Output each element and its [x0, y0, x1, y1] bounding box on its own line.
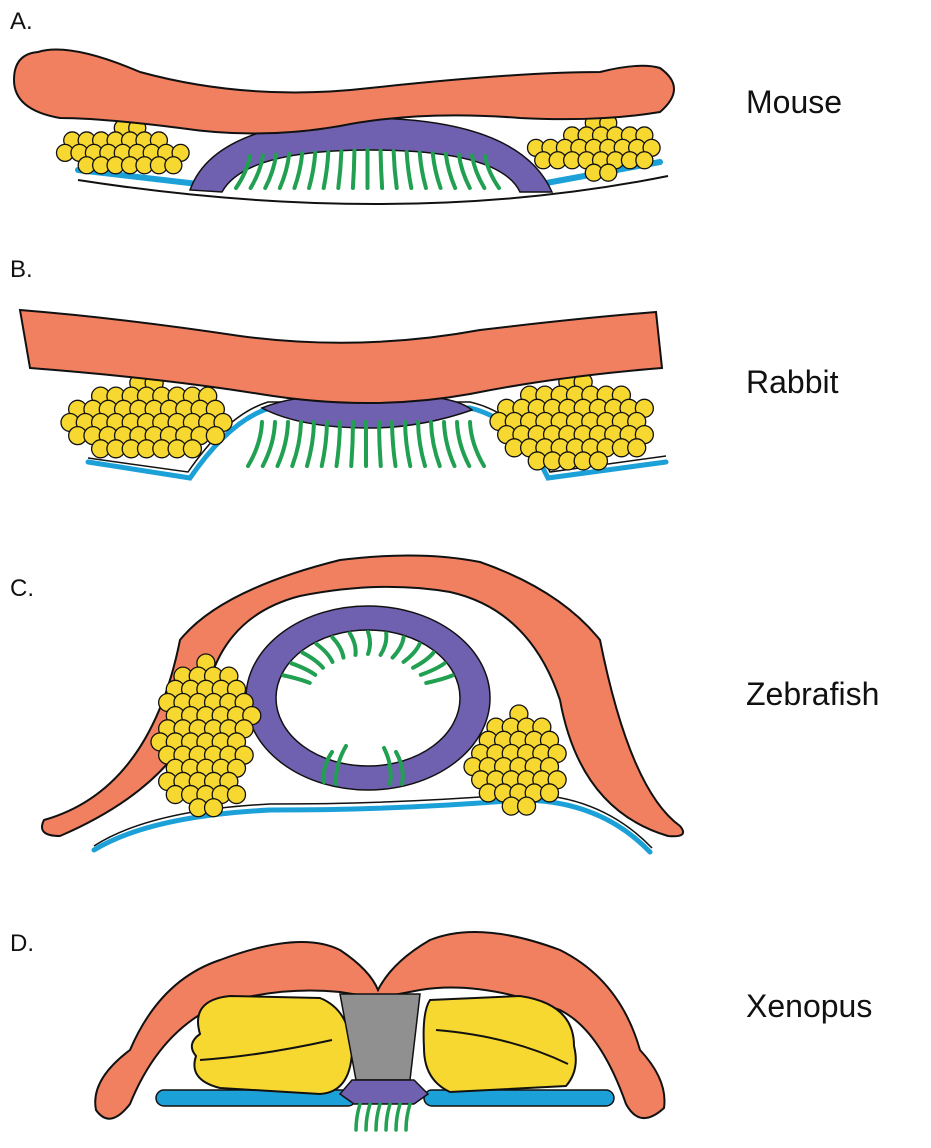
- somite-cell: [228, 786, 246, 804]
- cilium: [263, 422, 275, 466]
- cilium: [381, 151, 383, 188]
- somite-cell: [206, 427, 224, 445]
- cilium: [470, 422, 484, 466]
- cilium: [368, 632, 370, 654]
- cilium: [248, 422, 262, 466]
- panel-b-rabbit: [20, 310, 666, 478]
- cilium: [292, 422, 301, 466]
- somite-cell: [165, 157, 182, 174]
- cilium: [376, 1104, 380, 1130]
- cilium: [386, 1104, 390, 1130]
- xenopus-somite-right: [424, 996, 576, 1092]
- somite-cell: [628, 439, 646, 457]
- somite-cell: [183, 440, 201, 458]
- cilium: [444, 422, 455, 466]
- rabbit-somite-cells-right: [490, 373, 653, 470]
- cilium: [353, 151, 355, 188]
- panel-d-xenopus: [95, 932, 664, 1130]
- cilium: [309, 153, 315, 188]
- cilium: [351, 422, 353, 466]
- cilium: [324, 152, 329, 188]
- mouse-cilia: [236, 150, 499, 188]
- cilium: [420, 153, 426, 188]
- cilium: [280, 154, 289, 188]
- xenopus-cilia: [356, 1104, 410, 1130]
- cilium: [431, 422, 440, 466]
- cilium: [405, 422, 410, 466]
- cilium: [338, 151, 341, 188]
- cilium: [394, 151, 397, 188]
- cilium: [307, 422, 314, 466]
- mouse-ectoderm: [14, 50, 674, 134]
- cilium: [392, 422, 396, 466]
- cilium: [366, 1104, 370, 1130]
- somite-cell: [636, 152, 653, 169]
- cilium: [406, 1104, 410, 1130]
- cilium: [407, 152, 412, 188]
- cilium: [379, 422, 381, 466]
- cilium: [446, 154, 455, 188]
- cilium: [356, 1104, 360, 1130]
- zebrafish-somite-cells-left: [151, 654, 261, 817]
- somite-cell: [541, 784, 559, 802]
- cilium: [278, 422, 289, 466]
- somite-cell: [518, 797, 536, 815]
- somite-cell: [600, 164, 617, 181]
- xenopus-notochord: [340, 994, 420, 1080]
- cilium: [337, 422, 341, 466]
- cilium: [396, 1104, 400, 1130]
- cilium: [322, 422, 327, 466]
- panel-c-zebrafish: [42, 555, 683, 852]
- cilium: [457, 422, 469, 466]
- cilium: [294, 153, 302, 188]
- somite-cell: [589, 452, 607, 470]
- rabbit-cilia: [248, 422, 484, 466]
- mouse-somite-cells-right: [528, 115, 661, 182]
- cilium: [418, 422, 425, 466]
- zebrafish-endoderm: [94, 800, 650, 852]
- xenopus-somite-left: [192, 996, 352, 1094]
- cilium: [433, 153, 441, 188]
- panel-a-mouse: [14, 50, 674, 205]
- somite-cell: [205, 799, 223, 817]
- xenopus-grp: [340, 1080, 428, 1104]
